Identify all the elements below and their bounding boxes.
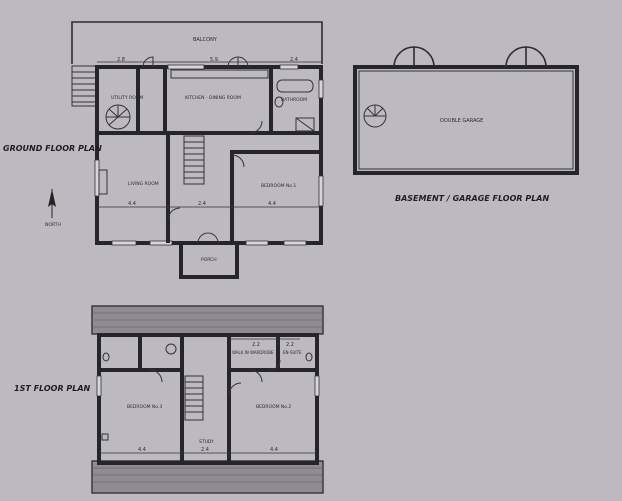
study-label: STUDY [199, 439, 214, 445]
living-room-label: LIVING ROOM [128, 181, 159, 187]
fixture [101, 433, 109, 441]
bedroom-1-label: BEDROOM No.1 [261, 183, 296, 189]
dim-kitchen: 5.9 [210, 57, 218, 63]
kitchen-label: KITCHEN - DINING ROOM [185, 95, 241, 101]
dim-utility: 2.8 [117, 57, 125, 63]
external-stair [71, 65, 97, 107]
window [94, 159, 100, 197]
door-swing [231, 154, 245, 168]
dim-first-left: 4.4 [138, 447, 146, 453]
ground-floor-plan: BALCONY [71, 21, 324, 279]
roof-hatch [91, 460, 324, 494]
door-swing [167, 207, 181, 221]
door-swing [142, 56, 154, 68]
toilet [102, 352, 110, 362]
balcony-label: BALCONY [193, 37, 218, 43]
first-floor-plan: BEDROOM No.3 BEDROOM No.2 WALK IN WARDRO… [91, 305, 324, 494]
toilet [274, 96, 284, 108]
shower-tray [165, 343, 177, 355]
door-swing [249, 120, 263, 134]
dim-right: 4.4 [268, 201, 276, 207]
window [318, 175, 324, 207]
basement-title: BASEMENT / GARAGE FLOOR PLAN [395, 194, 549, 203]
north-label: NORTH [45, 222, 61, 228]
dim-ensuite: 2.2 [286, 342, 294, 348]
ground-outer-wall [95, 65, 323, 245]
ground-floor-title: GROUND FLOOR PLAN [3, 144, 102, 153]
window [167, 64, 205, 70]
dim-mid: 2.4 [198, 201, 206, 207]
shower [295, 117, 315, 132]
basement-garage-plan: DOUBLE GARAGE [353, 46, 579, 175]
door-swing [197, 232, 209, 244]
window [111, 240, 137, 246]
door-swing [207, 232, 219, 244]
dim-first-right: 4.4 [270, 447, 278, 453]
bedroom-2-label: BEDROOM No.2 [256, 404, 291, 410]
door-swing [237, 56, 249, 68]
window [318, 79, 324, 99]
window [314, 375, 320, 397]
window [149, 240, 173, 246]
ensuite-label: EN-SUITE [283, 350, 302, 355]
door-swing [227, 56, 239, 68]
door-swing [269, 359, 281, 371]
garage-spiral-stair [363, 104, 387, 128]
dim-wardrobe: 2.2 [252, 342, 260, 348]
window [96, 375, 102, 397]
garage-outer-wall [353, 65, 579, 175]
spiral-stair [105, 104, 131, 130]
bathroom-label: BATHROOM [281, 97, 307, 103]
fireplace [98, 169, 108, 195]
bedroom-3-label: BEDROOM No.3 [127, 404, 162, 410]
first-outer-wall [97, 333, 319, 465]
dim-first-mid: 2.4 [201, 447, 209, 453]
toilet [305, 352, 313, 362]
kitchen-counter [170, 69, 269, 79]
first-floor-title: 1ST FLOOR PLAN [14, 384, 91, 393]
door-swing [228, 382, 242, 396]
walk-in-wardrobe-label: WALK IN WARDROBE [232, 350, 274, 355]
garage-door-swing [505, 46, 547, 68]
dim-bath: 2.4 [290, 57, 298, 63]
north-arrow-icon: NORTH [45, 189, 61, 228]
window [283, 240, 307, 246]
dim-left: 4.4 [128, 201, 136, 207]
ground-stair [183, 135, 205, 185]
door-swing [149, 369, 163, 383]
balcony-outline [71, 21, 323, 64]
window [279, 64, 299, 70]
porch-label: PORCH [201, 257, 217, 263]
window [245, 240, 269, 246]
door-swing [249, 369, 263, 383]
utility-room-label: UTILITY ROOM [111, 95, 143, 101]
double-garage-label: DOUBLE GARAGE [440, 118, 483, 124]
bathtub [276, 79, 314, 93]
first-stair [184, 375, 204, 421]
porch-wall [179, 241, 239, 279]
garage-door-swing [393, 46, 435, 68]
